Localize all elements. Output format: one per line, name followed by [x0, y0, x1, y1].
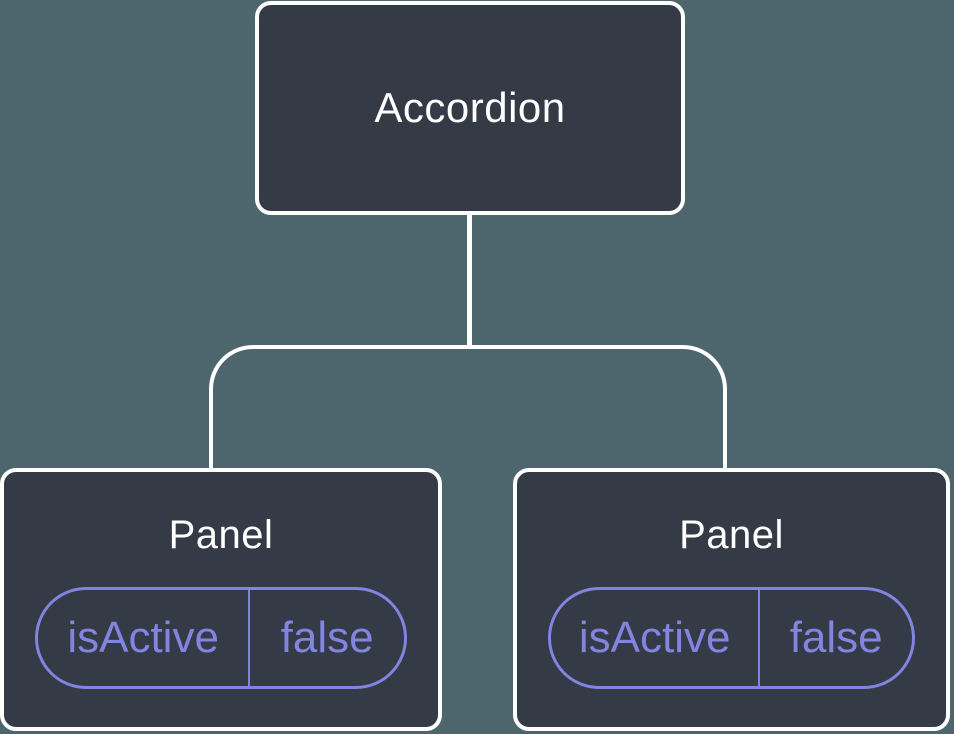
panel-node-label: Panel [679, 513, 784, 557]
state-pill-value: false [789, 613, 883, 662]
panel-node-left: Panel isActive false [0, 468, 442, 731]
panel-node-right: Panel isActive false [513, 468, 950, 731]
connector-stem [467, 213, 472, 349]
panel-node-label: Panel [168, 513, 274, 557]
accordion-node-label: Accordion [374, 84, 566, 131]
connector-bracket [209, 345, 727, 472]
state-pill-name: isActive [551, 590, 761, 686]
state-pill-value: false [280, 613, 374, 662]
state-pill: isActive false [548, 587, 915, 689]
accordion-node: Accordion [255, 1, 685, 215]
state-pill: isActive false [35, 587, 407, 689]
state-pill-name: isActive [38, 590, 251, 686]
